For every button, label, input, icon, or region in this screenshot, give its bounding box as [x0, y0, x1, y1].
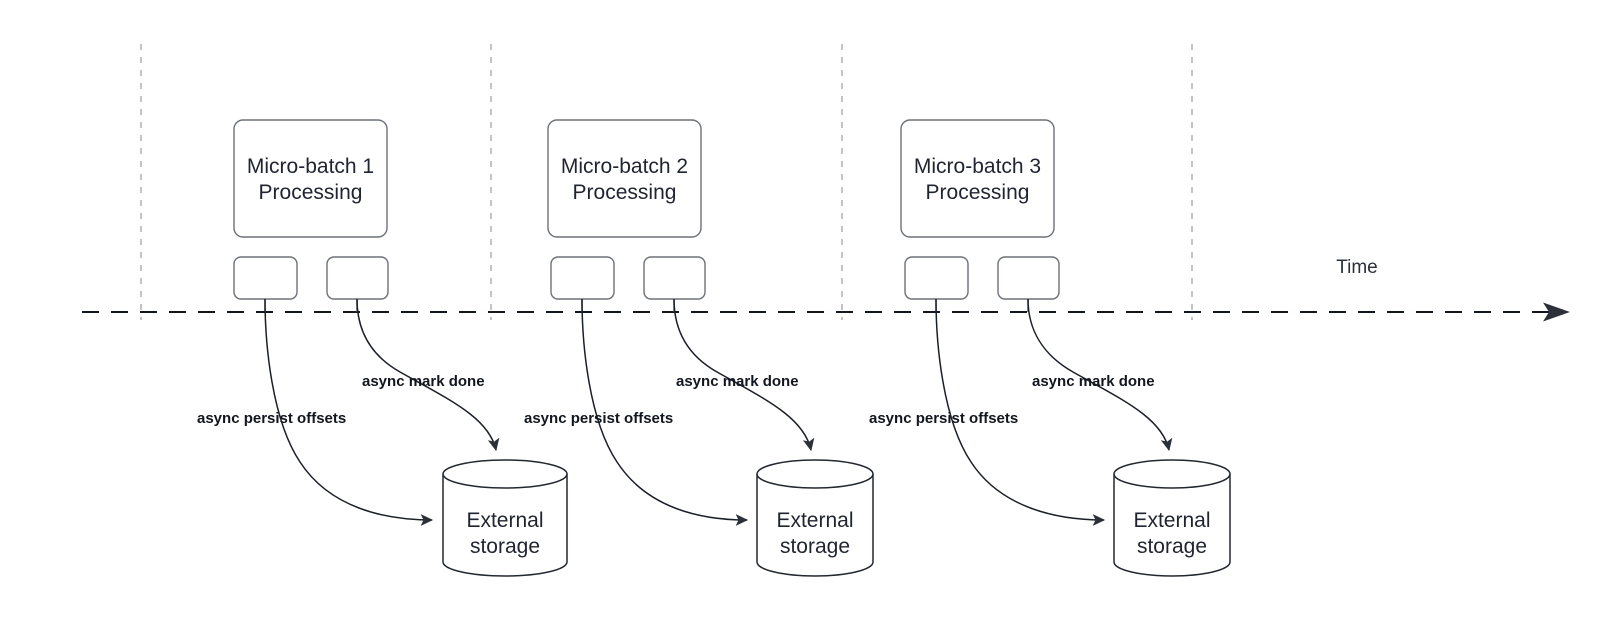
external-storage-1-label-line1: External [466, 509, 543, 532]
micro-batch-1-box[interactable] [233, 119, 388, 238]
external-storage-3-label-line1: External [1133, 509, 1210, 532]
micro-batch-1-task-b-box[interactable] [326, 256, 389, 300]
micro-batch-3-box[interactable] [900, 119, 1055, 238]
micro-batch-1-persist-offsets-label: async persist offsets [197, 410, 346, 427]
micro-batch-3-mark-done-edge [1027, 298, 1173, 452]
external-storage-3-body [1113, 474, 1231, 577]
batch-group-3: Micro-batch 3 Processing External storag… [869, 119, 1231, 577]
micro-batch-1-label-line2: Processing [259, 181, 363, 204]
external-storage-2-top [756, 459, 874, 489]
micro-batch-3-task-a-box[interactable] [904, 256, 969, 300]
external-storage-2-label-line1: External [776, 509, 853, 532]
micro-batch-3-label-line1: Micro-batch 3 [914, 155, 1041, 178]
micro-batch-1-mark-done-edge [356, 298, 500, 452]
micro-batch-2-mark-done-edge [673, 298, 815, 452]
micro-batch-3-task-b-box[interactable] [997, 256, 1060, 300]
external-storage-2[interactable]: External storage [756, 459, 874, 577]
micro-batch-1-label-line1: Micro-batch 1 [247, 155, 374, 178]
micro-batch-3-mark-done-label: async mark done [1032, 373, 1155, 390]
external-storage-3-label-line2: storage [1137, 535, 1207, 558]
batch-group-2: Micro-batch 2 Processing External storag… [524, 119, 874, 577]
micro-batch-1-persist-offsets-edge [264, 298, 434, 526]
external-storage-1-label-line2: storage [470, 535, 540, 558]
timeline-axis: Time [82, 257, 1570, 322]
micro-batch-2-persist-offsets-edge [581, 298, 749, 526]
micro-batch-2-mark-done-label: async mark done [676, 373, 799, 390]
external-storage-3-top [1113, 459, 1231, 489]
micro-batch-2-label-line2: Processing [573, 181, 677, 204]
external-storage-2-body [756, 474, 874, 577]
micro-batch-2-persist-offsets-label: async persist offsets [524, 410, 673, 427]
micro-batch-3-persist-offsets-edge [935, 298, 1106, 526]
micro-batch-2-task-a-box[interactable] [550, 256, 615, 300]
external-storage-1-top [442, 459, 568, 489]
micro-batch-1-mark-done-label: async mark done [362, 373, 485, 390]
timeline-arrowhead [1543, 302, 1570, 322]
micro-batch-1-task-a-box[interactable] [233, 256, 298, 300]
micro-batch-3-label-line2: Processing [926, 181, 1030, 204]
batch-group-1: Micro-batch 1 Processing External storag… [197, 119, 568, 577]
external-storage-3[interactable]: External storage [1113, 459, 1231, 577]
external-storage-2-label-line2: storage [780, 535, 850, 558]
external-storage-1[interactable]: External storage [442, 459, 568, 577]
micro-batch-2-box[interactable] [547, 119, 702, 238]
time-axis-label: Time [1336, 257, 1378, 278]
micro-batch-3-persist-offsets-label: async persist offsets [869, 410, 1018, 427]
micro-batch-2-label-line1: Micro-batch 2 [561, 155, 688, 178]
external-storage-1-body [442, 474, 568, 577]
micro-batch-2-task-b-box[interactable] [643, 256, 706, 300]
